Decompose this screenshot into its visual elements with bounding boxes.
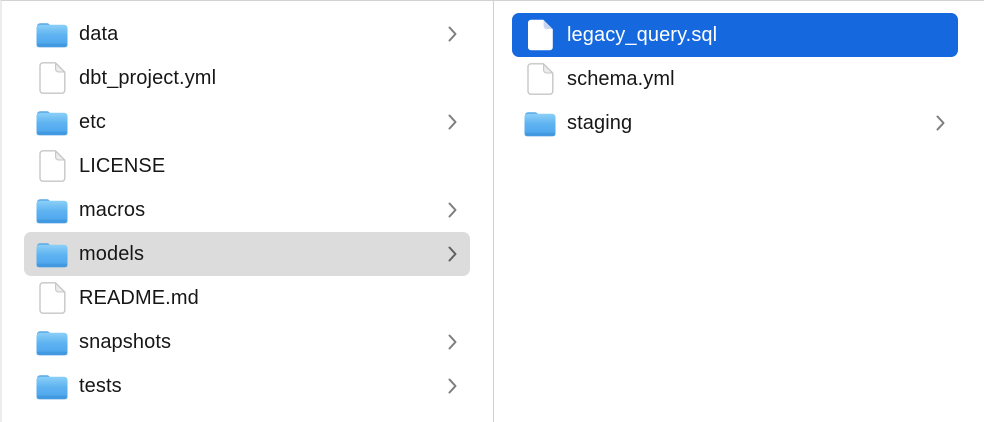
file-row-readme-md[interactable]: README.md <box>24 276 470 320</box>
document-icon <box>38 62 66 94</box>
item-icon-box <box>35 150 69 182</box>
item-label: tests <box>79 374 122 397</box>
item-icon-box <box>523 19 557 51</box>
item-label: dbt_project.yml <box>79 66 217 89</box>
folder-row-tests[interactable]: tests <box>24 364 470 408</box>
item-icon-box <box>35 196 69 224</box>
item-label: LICENSE <box>79 154 166 177</box>
item-label: README.md <box>79 286 199 309</box>
item-icon-box <box>35 20 69 48</box>
item-icon-box <box>523 109 557 137</box>
folder-icon <box>35 240 69 268</box>
folder-row-data[interactable]: data <box>24 12 470 56</box>
chevron-right-icon <box>447 201 458 219</box>
folder-row-snapshots[interactable]: snapshots <box>24 320 470 364</box>
folder-row-macros[interactable]: macros <box>24 188 470 232</box>
item-icon-box <box>35 62 69 94</box>
folder-row-staging[interactable]: staging <box>512 101 958 145</box>
item-label: etc <box>79 110 106 133</box>
item-icon-box <box>35 282 69 314</box>
document-icon <box>38 282 66 314</box>
document-icon <box>38 150 66 182</box>
folder-row-etc[interactable]: etc <box>24 100 470 144</box>
finder-column-parent: data dbt_project.yml <box>2 1 494 422</box>
folder-icon <box>35 108 69 136</box>
item-label: macros <box>79 198 146 221</box>
item-label: data <box>79 22 119 45</box>
folder-icon <box>35 196 69 224</box>
item-icon-box <box>35 372 69 400</box>
item-label: schema.yml <box>567 67 675 90</box>
item-icon-box <box>35 328 69 356</box>
chevron-right-icon <box>447 333 458 351</box>
item-label: models <box>79 242 145 265</box>
item-label: legacy_query.sql <box>567 23 718 46</box>
item-icon-box <box>523 63 557 95</box>
chevron-right-icon <box>935 114 946 132</box>
folder-icon <box>35 372 69 400</box>
item-icon-box <box>35 240 69 268</box>
document-icon <box>527 19 554 51</box>
chevron-right-icon <box>447 245 458 263</box>
folder-icon <box>35 328 69 356</box>
chevron-right-icon <box>447 113 458 131</box>
file-row-license[interactable]: LICENSE <box>24 144 470 188</box>
document-icon <box>526 63 554 95</box>
chevron-right-icon <box>447 377 458 395</box>
item-label: snapshots <box>79 330 172 353</box>
item-icon-box <box>35 108 69 136</box>
item-label: staging <box>567 111 633 134</box>
finder-column-models: legacy_query.sql schema.yml <box>494 1 984 422</box>
file-row-dbt-project-yml[interactable]: dbt_project.yml <box>24 56 470 100</box>
file-row-schema-yml[interactable]: schema.yml <box>512 57 958 101</box>
folder-icon <box>523 109 557 137</box>
folder-icon <box>35 20 69 48</box>
chevron-right-icon <box>447 25 458 43</box>
file-row-legacy-query-sql[interactable]: legacy_query.sql <box>512 13 958 57</box>
folder-row-models[interactable]: models <box>24 232 470 276</box>
